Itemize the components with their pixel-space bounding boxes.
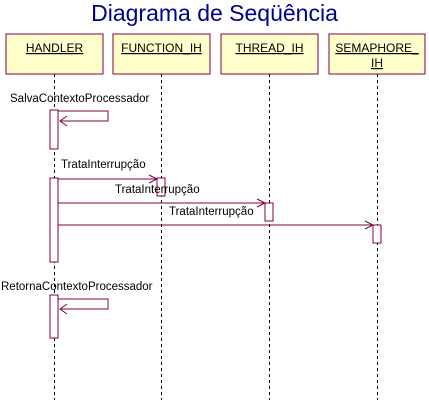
object-semaphore-ih: SEMAPHORE_ IH: [328, 33, 426, 75]
self-call-line: [58, 298, 109, 310]
activation-handler-1: [49, 109, 59, 150]
arrow-head: [148, 174, 159, 184]
object-label: SEMAPHORE_: [335, 41, 419, 55]
message-salva-contexto: SalvaContextoProcessador: [10, 93, 150, 127]
object-handler: HANDLER: [5, 33, 104, 75]
arrow-head: [364, 220, 375, 230]
message-retorna-contexto: RetornaContextoProcessador: [1, 281, 153, 315]
object-box: [5, 33, 104, 75]
activation-function-ih: [156, 177, 166, 197]
activation-handler-2: [49, 177, 59, 263]
message-label: TrataInterrupção: [115, 184, 200, 196]
object-label-line-2: IH: [371, 56, 383, 70]
object-box: [220, 33, 319, 75]
diagram-title: Diagrama de Seqüência: [91, 0, 338, 26]
activation-handler-3: [49, 294, 59, 339]
message-label: RetornaContextoProcessador: [1, 281, 153, 293]
message-trata-interrupcao-thread: TrataInterrupção: [58, 184, 267, 208]
message-trata-interrupcao-semaphore: TrataInterrupção: [58, 206, 375, 230]
arrow-head: [256, 198, 267, 208]
object-box: [112, 33, 211, 75]
arrow-head: [59, 115, 68, 127]
object-thread-ih: THREAD_IH: [220, 33, 319, 75]
object-label: THREAD_IH: [235, 41, 303, 55]
object-label: HANDLER: [26, 41, 84, 55]
message-trata-interrupcao-function: TrataInterrupção: [58, 159, 159, 184]
activation-thread-ih: [264, 202, 274, 222]
object-label: FUNCTION_IH: [121, 41, 202, 55]
object-function-ih: FUNCTION_IH: [112, 33, 211, 75]
message-label: TrataInterrupção: [61, 159, 146, 171]
activation-semaphore-ih: [372, 224, 382, 244]
message-label: SalvaContextoProcessador: [10, 93, 150, 105]
message-label: TrataInterrupção: [169, 206, 254, 218]
arrow-head: [59, 303, 68, 315]
self-call-line: [58, 110, 109, 122]
